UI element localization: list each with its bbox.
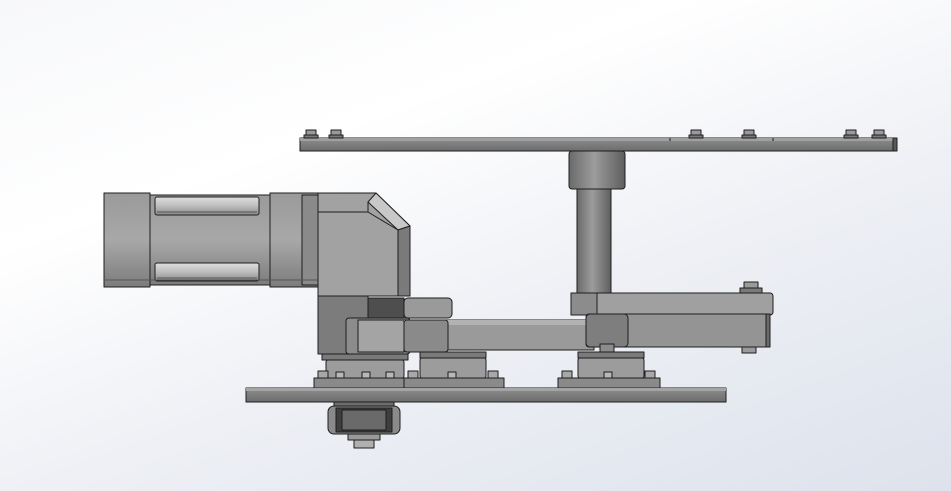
motor[interactable]: [103, 192, 319, 288]
bearing-housing-middle[interactable]: [403, 351, 505, 389]
top-plate[interactable]: [299, 129, 898, 152]
link-arm-right[interactable]: [570, 281, 774, 354]
bottom-pulley[interactable]: [327, 401, 401, 449]
base-plate[interactable]: [245, 387, 727, 403]
bearing-housing-right[interactable]: [557, 343, 661, 389]
link-arm-left[interactable]: [345, 297, 595, 355]
top-plate-bolts: [303, 129, 887, 139]
support-column[interactable]: [568, 150, 626, 300]
bearing-housing-left[interactable]: [313, 353, 411, 389]
